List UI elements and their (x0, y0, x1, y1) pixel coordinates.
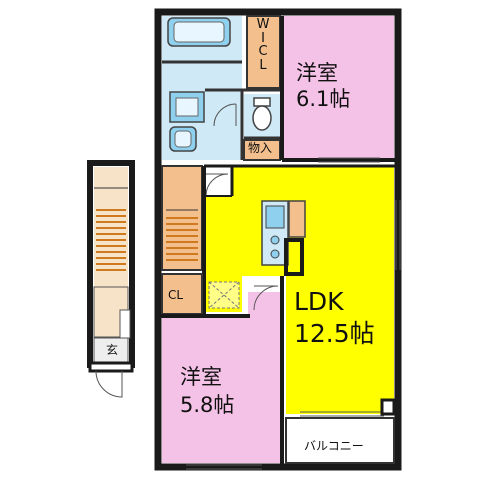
window-balcony (300, 411, 384, 417)
wic-label: W I C L (256, 17, 270, 73)
balcony-label: バルコニー (304, 439, 364, 453)
window-right (395, 200, 401, 270)
stove-icon (270, 235, 280, 259)
interior-stairs (161, 165, 203, 271)
storage-label: 物入 (248, 141, 273, 155)
entrance-label: 玄 (106, 343, 119, 357)
western-room-2 (160, 276, 284, 470)
walk-in-closet (246, 15, 281, 89)
entrance-wing (87, 160, 135, 398)
western-room-1 (282, 16, 394, 158)
western-room-1-size: 6.1帖 (296, 87, 351, 111)
western-room-2-size: 5.8帖 (180, 393, 235, 417)
washing-machine-icon (169, 91, 205, 123)
kitchen-unit (261, 200, 306, 276)
balcony (285, 417, 395, 464)
toilet-icon (252, 97, 272, 131)
entrance-door (88, 361, 134, 398)
stairs-icon (96, 209, 126, 271)
refrigerator-icon (288, 200, 306, 238)
western-room-1-name: 洋室 (296, 61, 338, 85)
western-room-2-name: 洋室 (180, 365, 222, 389)
stairs-icon (166, 217, 198, 261)
bathtub-icon (167, 17, 231, 47)
kitchen-sink-icon (265, 205, 285, 229)
window-top-right (318, 157, 380, 163)
door-swing-icon (205, 173, 229, 197)
closet-label: CL (168, 288, 184, 302)
toilet-room (244, 94, 282, 140)
skylight-icon (208, 281, 240, 309)
washbasin-icon (169, 126, 197, 152)
ldk-room (202, 164, 398, 414)
wet-area (162, 16, 244, 160)
window-bottom (186, 464, 262, 470)
ldk-size: 12.5帖 (294, 319, 375, 348)
ldk-name: LDK (294, 287, 344, 316)
